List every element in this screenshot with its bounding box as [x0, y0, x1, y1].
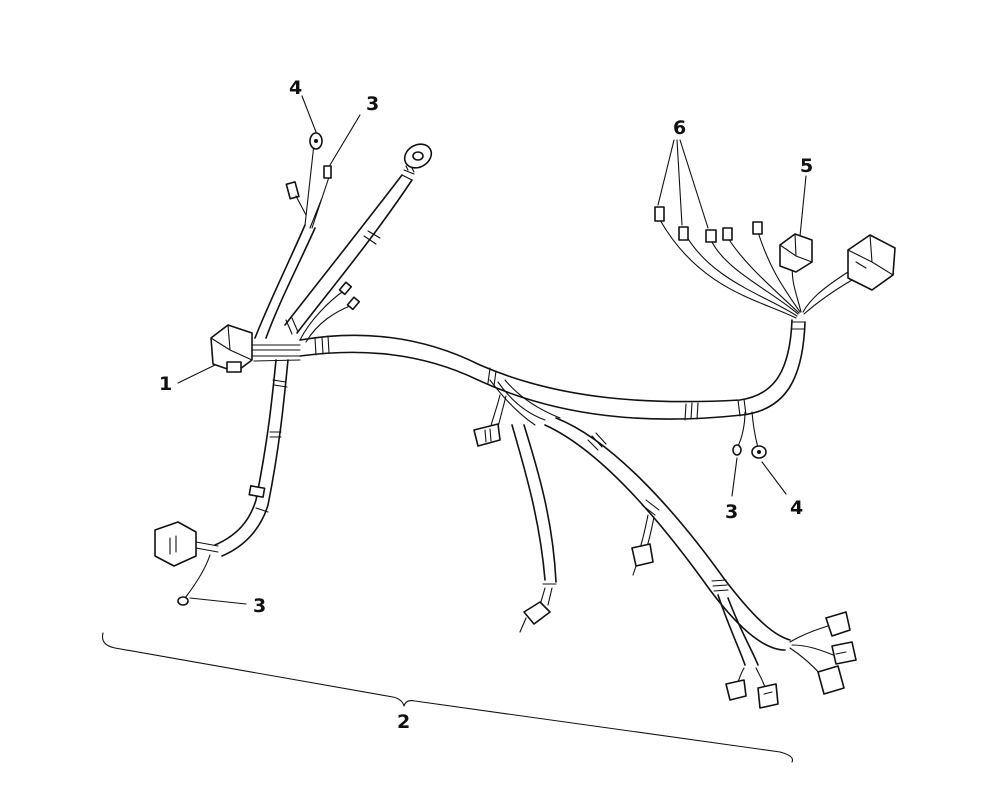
leader-lines: [177, 95, 807, 605]
leader-3-right: [731, 457, 738, 497]
callout-4-top: 4: [289, 77, 302, 99]
leader-6: [657, 139, 709, 229]
main-connector-right: [847, 234, 896, 291]
lower-left-branch: [154, 359, 289, 606]
leader-1: [177, 364, 216, 384]
callout-2: 2: [397, 711, 410, 733]
leader-5: [799, 175, 807, 237]
connector-1: [210, 324, 253, 373]
leader-4-top: [301, 95, 317, 133]
connector-lower-left: [154, 521, 197, 567]
callout-3-top: 3: [366, 93, 379, 115]
spade-terminal: [752, 221, 763, 235]
connector-5: [779, 233, 813, 273]
leader-3-left: [189, 597, 247, 605]
spade-terminal: [678, 226, 689, 241]
leader-3-top: [329, 114, 361, 166]
upper-left-branches: [254, 132, 433, 343]
spade-terminal: [722, 227, 733, 241]
callout-4-right: 4: [790, 497, 803, 519]
assembly-bracket: [101, 632, 794, 763]
callout-1: 1: [159, 373, 172, 395]
lower-right-branches: [473, 379, 857, 709]
spade-terminal: [654, 206, 665, 222]
left-junction: [210, 324, 301, 373]
trunk-leads-3-4: [732, 411, 767, 459]
leader-4-right: [761, 461, 787, 495]
callouts: 1 2 3 3 3 4 4 5 6: [159, 77, 813, 733]
callout-6: 6: [673, 117, 686, 139]
callout-3-right: 3: [725, 501, 738, 523]
callout-5: 5: [800, 155, 813, 177]
main-trunk: [299, 319, 806, 421]
callout-3-left: 3: [253, 595, 266, 617]
top-right-fanout: [654, 206, 896, 319]
spade-terminal: [705, 229, 717, 243]
